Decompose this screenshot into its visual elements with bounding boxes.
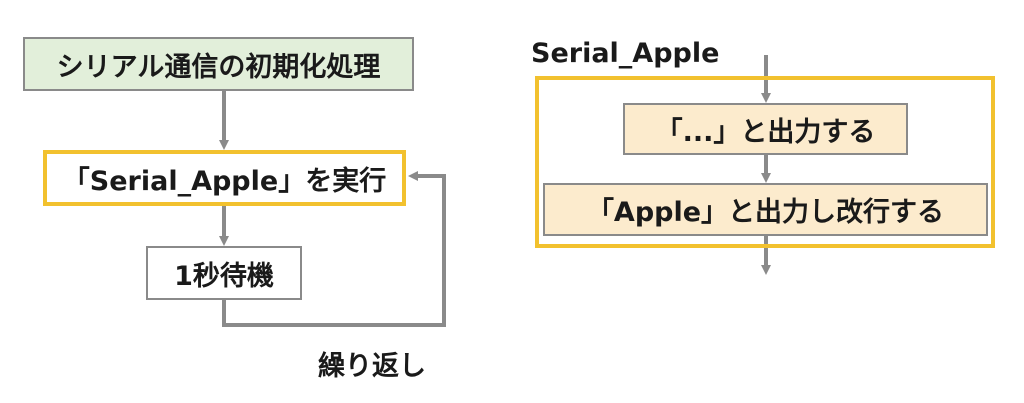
function-name-label: Serial_Apple xyxy=(531,38,720,69)
init-serial-label: シリアル通信の初期化処理 xyxy=(56,51,381,83)
output-ellipsis-box: 「...」と出力する xyxy=(623,103,908,155)
exec-serial-apple-label: 「Serial_Apple」を実行 xyxy=(62,165,387,197)
wait-one-second-label: 1秒待機 xyxy=(174,260,274,292)
repeat-label: 繰り返し xyxy=(318,351,426,382)
wait-one-second-box: 1秒待機 xyxy=(146,246,302,300)
serial-apple-function-frame xyxy=(535,76,995,248)
output-apple-newline-box: 「Apple」と出力し改行する xyxy=(543,183,988,236)
output-ellipsis-label: 「...」と出力する xyxy=(655,116,876,148)
init-serial-box: シリアル通信の初期化処理 xyxy=(23,37,414,91)
exec-serial-apple-box: 「Serial_Apple」を実行 xyxy=(43,150,406,206)
output-apple-newline-label: 「Apple」と出力し改行する xyxy=(586,197,945,228)
loop-back-arrow xyxy=(222,171,446,327)
